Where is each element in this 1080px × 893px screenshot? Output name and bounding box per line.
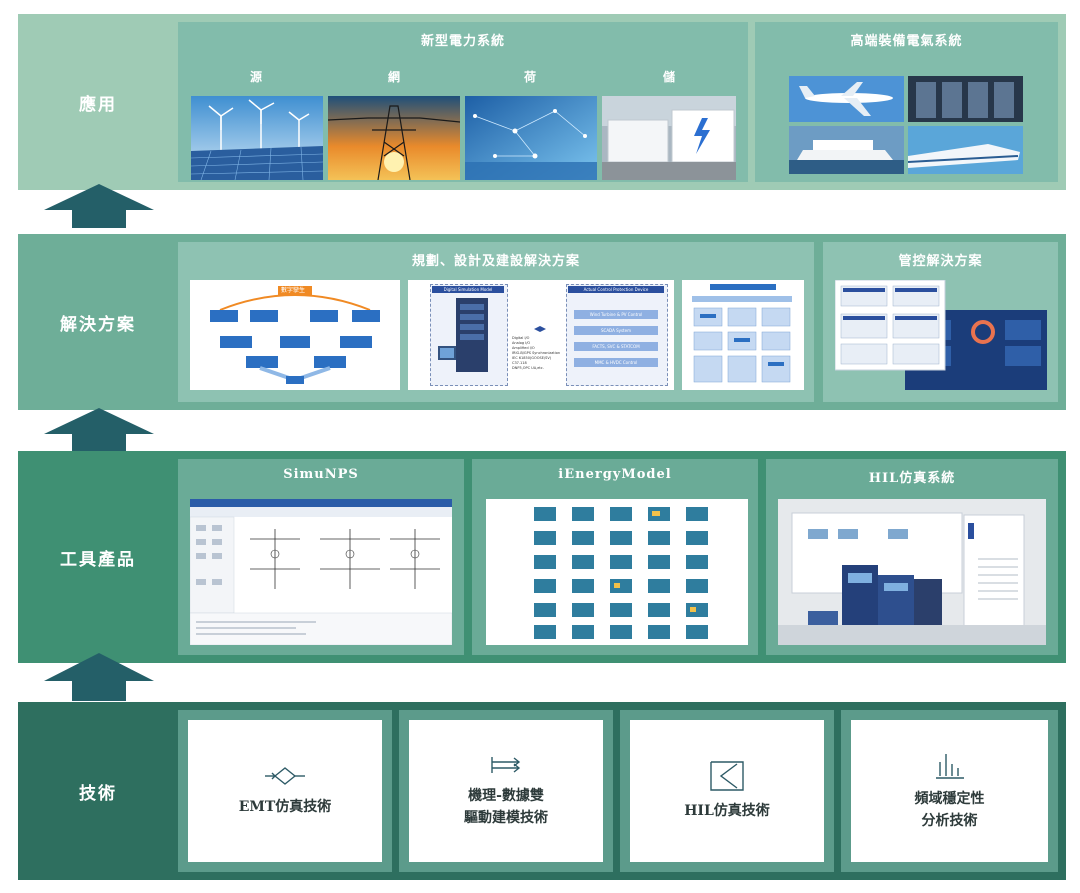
architecture-diagram: [682, 280, 804, 390]
application-layer: 應用 新型電力系統 源 網 荷 儲: [18, 14, 1066, 190]
hil-tech-card: HIL仿真技術: [630, 720, 824, 862]
hil-bracket-icon: [710, 761, 744, 791]
ienergymodel-screenshot: [486, 499, 748, 645]
airplane-image: [789, 76, 904, 122]
cabinet-image: [908, 76, 1023, 122]
digital-twin-label: 數字孿生: [281, 287, 306, 294]
load-label: 荷: [524, 70, 537, 84]
technology-label: 技術: [79, 783, 117, 804]
signal-item: IEC 61850(GOOSE/SV): [512, 356, 552, 360]
device-item: FACTS, SVC & STATCOM: [574, 342, 658, 351]
control-panel: 管控解決方案: [823, 242, 1058, 402]
planning-title: 規劃、設計及建設解決方案: [411, 254, 580, 269]
simunps-panel: SimuNPS: [178, 459, 464, 655]
digital-sim-model-label: Digital Simulation Model: [432, 286, 504, 293]
device-item: MMC & HVDC Control: [574, 358, 658, 367]
device-item: SCADA System: [574, 326, 658, 335]
up-arrow: [44, 653, 154, 701]
simunps-title: SimuNPS: [283, 467, 359, 482]
signal-item: IRIG-B/GPS Synchronization: [512, 351, 561, 355]
simunps-screenshot: [190, 499, 452, 645]
up-arrow: [44, 408, 154, 452]
actual-device-label: Actual Control Protection Device: [568, 286, 664, 293]
source-label: 源: [250, 70, 263, 84]
hil-title: HIL仿真系統: [868, 471, 956, 486]
hil-system-diagram: Digital Simulation Model Digital I/O Ana…: [408, 280, 674, 390]
equipment-panel: 高端裝備電氣系統: [755, 22, 1058, 182]
control-title: 管控解決方案: [898, 254, 983, 269]
emt-label: EMT仿真技術: [238, 799, 332, 815]
ship-image: [789, 126, 904, 174]
technology-layer: 技術 EMT仿真技術 機理-數據雙 驅動建模技術: [18, 702, 1066, 880]
planning-panel: 規劃、設計及建設解決方案 數字孿生 Digital Simulation Mod…: [178, 242, 814, 402]
device-item: Wind Turbine & PV Control: [574, 310, 658, 319]
signal-item: C37.118: [512, 361, 527, 365]
power-system-panel: 新型電力系統 源 網 荷 儲: [178, 22, 748, 182]
signal-item: Digital I/O: [512, 336, 530, 340]
ienergymodel-title: iEnergyModel: [558, 467, 672, 482]
dual-driven-label: 機理-數據雙 驅動建模技術: [464, 788, 548, 826]
arrows-icon: [491, 757, 521, 773]
energy-storage-image: [602, 96, 736, 180]
bar-chart-icon: [935, 754, 964, 779]
hil-tech-label: HIL仿真技術: [684, 803, 770, 819]
power-system-title: 新型電力系統: [420, 34, 505, 49]
transmission-tower-image: [328, 96, 460, 180]
control-dashboard-image: [835, 280, 1047, 390]
solution-layer: 解決方案 規劃、設計及建設解決方案 數字孿生 Digital Simulatio…: [18, 234, 1066, 410]
storage-label: 儲: [663, 70, 676, 84]
smart-load-image: [465, 96, 597, 180]
emt-card: EMT仿真技術: [188, 720, 382, 862]
frequency-card: 頻域穩定性 分析技術: [851, 720, 1048, 862]
solution-label: 解決方案: [60, 314, 136, 335]
frequency-label: 頻域穩定性 分析技術: [914, 791, 985, 829]
up-arrow: [44, 184, 154, 228]
signal-item: DNP3,OPC UA,etc.: [512, 366, 544, 370]
wind-solar-image: [191, 96, 323, 180]
emt-waveform-icon: [265, 767, 305, 785]
grid-label: 網: [388, 70, 401, 84]
dual-driven-card: 機理-數據雙 驅動建模技術: [409, 720, 603, 862]
tools-layer: 工具產品 SimuNPS iEnergyModel: [18, 451, 1066, 663]
hil-panel: HIL仿真系統: [766, 459, 1058, 655]
signal-item: Amplified I/O: [512, 346, 535, 350]
application-label: 應用: [79, 94, 117, 115]
equipment-title: 高端裝備電氣系統: [850, 34, 963, 49]
hil-equipment-image: [778, 499, 1046, 645]
digital-twin-diagram: 數字孿生: [190, 280, 400, 390]
tools-label: 工具產品: [60, 549, 136, 570]
ienergymodel-panel: iEnergyModel: [472, 459, 758, 655]
signal-item: Analog I/O: [512, 341, 531, 345]
train-image: [908, 126, 1023, 174]
